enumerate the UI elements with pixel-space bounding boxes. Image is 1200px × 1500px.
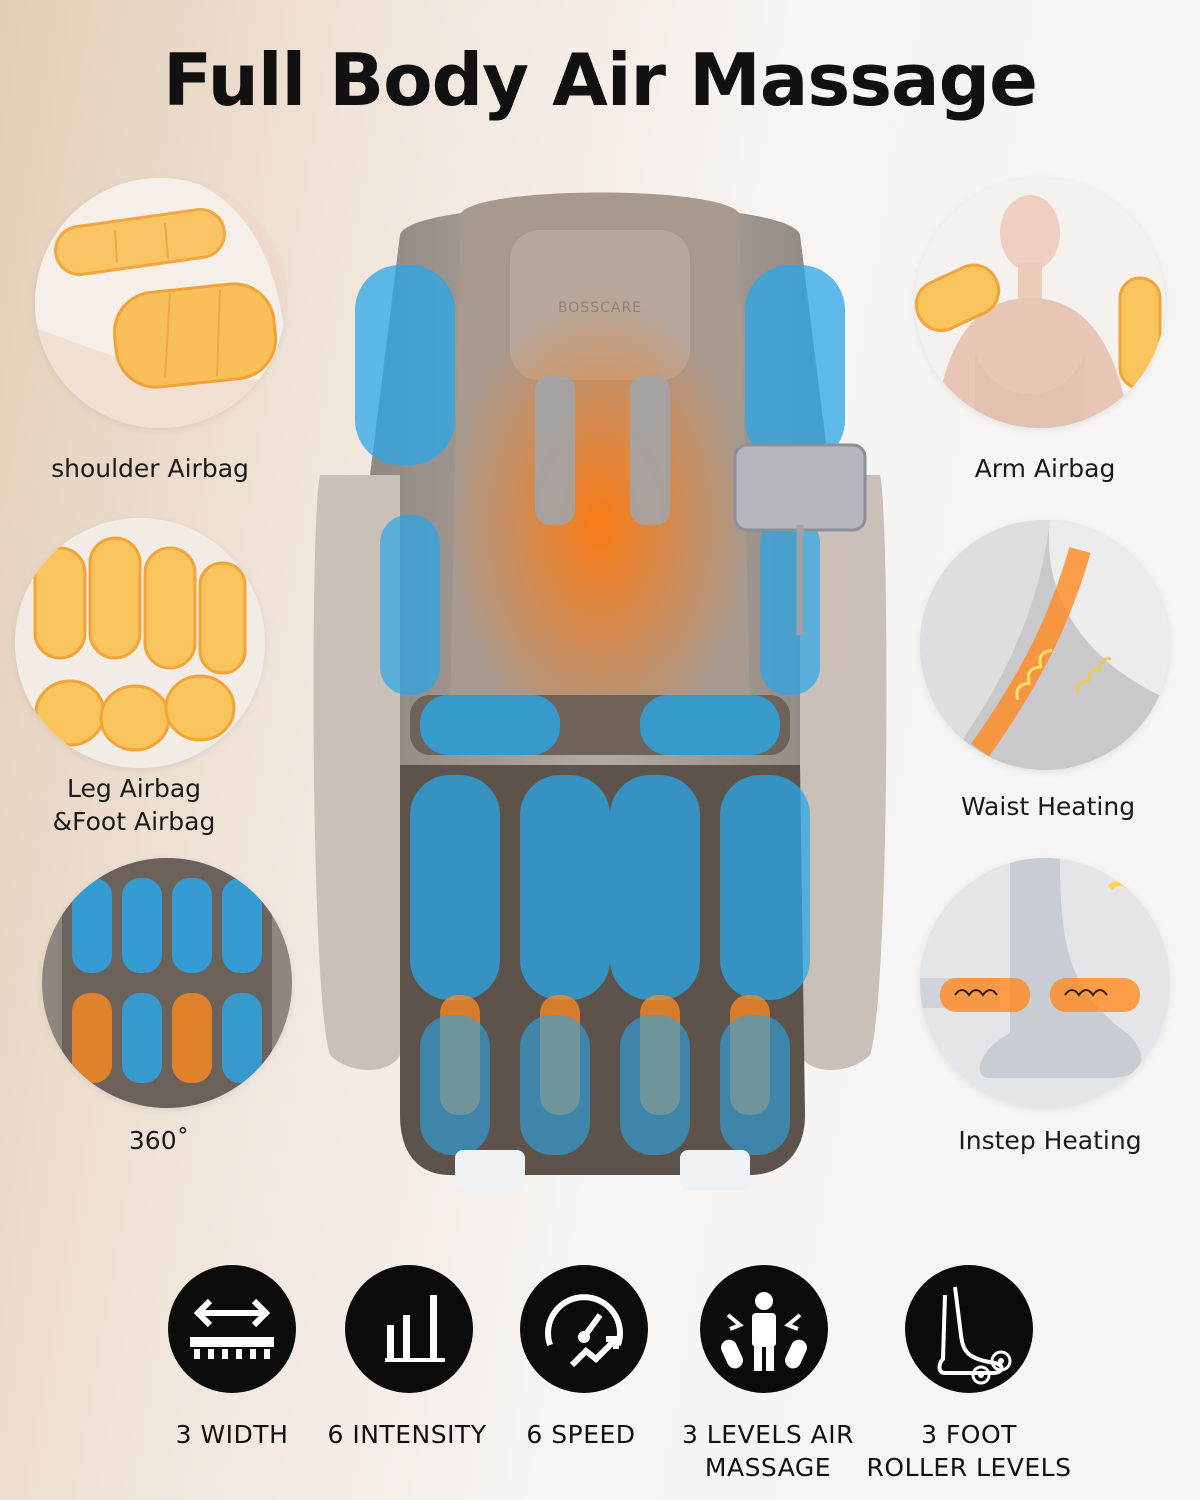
- arm-airbag-label: Arm Airbag: [974, 454, 1116, 483]
- shoulder-airbag-icon: [35, 178, 285, 428]
- width-label: 3 WIDTH: [175, 1420, 289, 1449]
- speed-label: 6 SPEED: [526, 1420, 636, 1449]
- shoulder-airbag-label: shoulder Airbag: [51, 454, 249, 483]
- instep-heating-icon: [920, 858, 1170, 1108]
- waist-heating-label: Waist Heating: [960, 792, 1136, 821]
- width-icon: [168, 1265, 296, 1393]
- air-massage-icon: [700, 1265, 828, 1393]
- chair-brand: BOSSCARE: [557, 300, 643, 316]
- 360-airbag-icon: [42, 858, 292, 1108]
- foot-roller-icon: [905, 1265, 1033, 1393]
- massage-chair-illustration: [313, 192, 887, 1190]
- speed-icon: [520, 1265, 648, 1393]
- air-massage-label: 3 LEVELS AIR MASSAGE: [681, 1420, 855, 1482]
- leg-foot-airbag-label: Leg Airbag &Foot Airbag: [4, 772, 264, 838]
- arm-airbag-icon: [915, 178, 1165, 428]
- 360-label: 360˚: [128, 1126, 190, 1155]
- foot-roller-label: 3 FOOT ROLLER LEVELS: [866, 1420, 1072, 1482]
- instep-heating-label: Instep Heating: [958, 1126, 1142, 1155]
- intensity-label: 6 INTENSITY: [327, 1420, 487, 1449]
- leg-foot-airbag-icon: [15, 518, 265, 768]
- waist-heating-icon: [920, 520, 1170, 770]
- intensity-icon: [345, 1265, 473, 1393]
- page-title: Full Body Air Massage: [162, 38, 1038, 122]
- leg-foot-airbag-text: Leg Airbag &Foot Airbag: [52, 774, 216, 836]
